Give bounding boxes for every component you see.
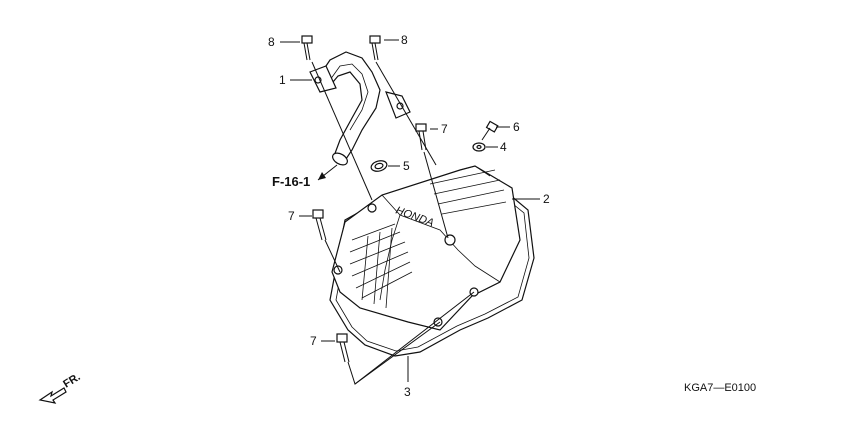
callout-4: 4: [500, 140, 507, 154]
bolt-7-left: [312, 209, 327, 241]
callout-6: 6: [513, 120, 520, 134]
callout-3: 3: [404, 385, 411, 399]
callout-5: 5: [403, 159, 410, 173]
callout-2: 2: [543, 192, 550, 206]
bolt-6: [481, 120, 499, 141]
bolt-8-right: [369, 35, 381, 61]
callout-8-left: 8: [268, 35, 275, 49]
bolt-8-left: [301, 35, 313, 61]
callout-7-left: 7: [288, 209, 295, 223]
callout-8-right: 8: [401, 33, 408, 47]
front-direction-arrow-icon: [38, 387, 67, 404]
callout-7-top: 7: [441, 122, 448, 136]
bolt-7-bottom: [336, 333, 350, 363]
callout-1: 1: [279, 73, 286, 87]
callout-7-bottom: 7: [310, 334, 317, 348]
diagram-code: KGA7—E0100: [684, 382, 756, 394]
section-reference: F-16-1: [272, 174, 310, 189]
